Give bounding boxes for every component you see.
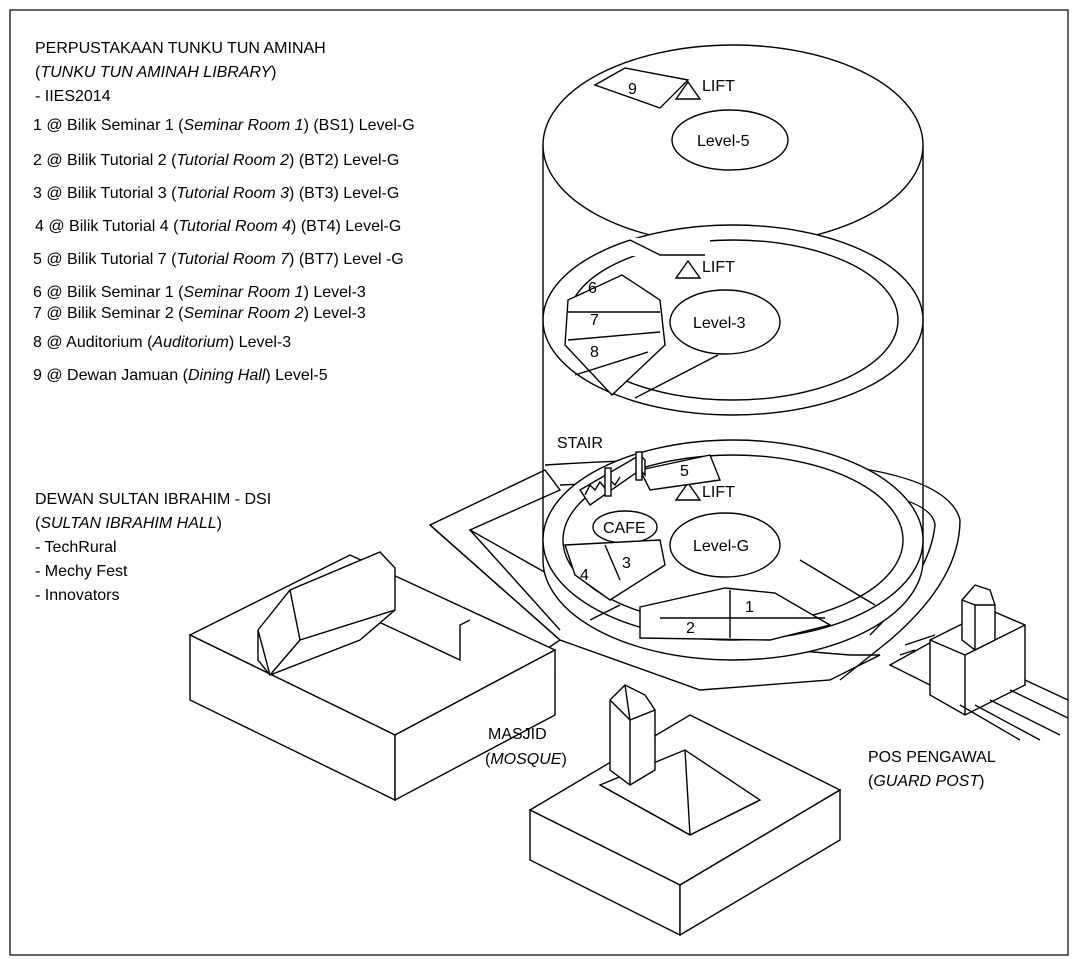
legend-item-5: 5 @ Bilik Tutorial 7 (Tutorial Room 7) (… (33, 251, 404, 268)
room-1-label: 1 (745, 599, 754, 616)
dsi-event-3: - Innovators (35, 587, 119, 604)
library-subtitle: (TUNKU TUN AMINAH LIBRARY) (35, 64, 277, 81)
lift-level-5-label: LIFT (702, 78, 735, 95)
legend-item-4: 4 @ Bilik Tutorial 4 (Tutorial Room 4) (… (35, 218, 401, 235)
legend-item-9: 9 @ Dewan Jamuan (Dining Hall) Level-5 (33, 367, 328, 384)
level-3-label: Level-3 (693, 315, 746, 332)
library-title: PERPUSTAKAAN TUNKU TUN AMINAH (35, 40, 326, 57)
legend-item-3: 3 @ Bilik Tutorial 3 (Tutorial Room 3) (… (33, 185, 399, 202)
library-event: - IIES2014 (35, 88, 111, 105)
dsi-event-1: - TechRural (35, 539, 117, 556)
legend-item-8: 8 @ Auditorium (Auditorium) Level-3 (33, 334, 291, 351)
floor-level-3: LIFT 6 7 8 Level-3 (543, 225, 923, 415)
room-4-label: 4 (580, 567, 589, 584)
guard-post-name: POS PENGAWAL (868, 749, 996, 766)
guard-post-subtitle: (GUARD POST) (868, 773, 984, 790)
lift-level-3-label: LIFT (702, 259, 735, 276)
room-2-label: 2 (686, 620, 695, 637)
dsi-subtitle: (SULTAN IBRAHIM HALL) (35, 515, 222, 532)
cafe-label: CAFE (603, 520, 646, 537)
room-6-label: 6 (588, 280, 597, 297)
room-8-label: 8 (590, 344, 599, 361)
stair-label: STAIR (557, 435, 603, 452)
level-5-label: Level-5 (697, 133, 750, 150)
lift-level-g-label: LIFT (702, 484, 735, 501)
level-g-label: Level-G (693, 538, 749, 555)
dsi-event-2: - Mechy Fest (35, 563, 128, 580)
legend-item-2: 2 @ Bilik Tutorial 2 (Tutorial Room 2) (… (33, 152, 399, 169)
legend-item-6: 6 @ Bilik Seminar 1 (Seminar Room 1) Lev… (33, 284, 366, 301)
room-9-label: 9 (628, 81, 637, 98)
mosque-subtitle: (MOSQUE) (485, 751, 567, 768)
legend-item-7: 7 @ Bilik Seminar 2 (Seminar Room 2) Lev… (33, 305, 366, 322)
mosque-name: MASJID (488, 726, 547, 743)
library-building: 9 LIFT Level-5 LIFT 6 7 8 Level-3 (543, 45, 923, 660)
legend-item-1: 1 @ Bilik Seminar 1 (Seminar Room 1) (BS… (33, 117, 415, 134)
room-5-label: 5 (680, 463, 689, 480)
room-7-label: 7 (590, 312, 599, 329)
room-3-label: 3 (622, 555, 631, 572)
dsi-title: DEWAN SULTAN IBRAHIM - DSI (35, 491, 271, 508)
